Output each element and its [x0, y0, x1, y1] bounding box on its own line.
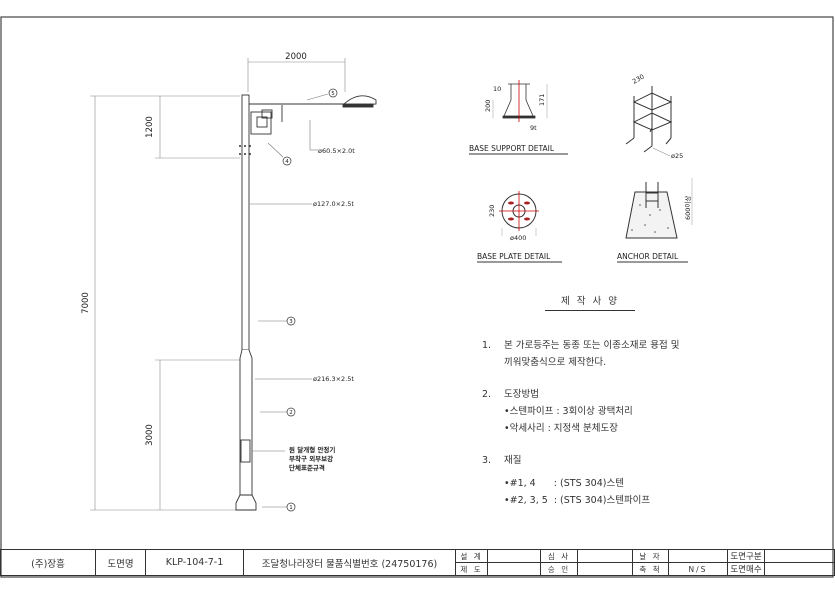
design-value — [487, 549, 541, 563]
spec-text: 끼워맞춤식으로 제작한다. — [504, 357, 607, 368]
anchor-iso-dim-230: 230 — [631, 73, 646, 86]
scale-label: 축 척 — [632, 562, 669, 576]
spec-heading: 재질 — [504, 455, 522, 466]
spec-text: 본 가로등주는 동종 또는 이종소재로 용접 및 — [504, 340, 680, 351]
bs-dim-171: 171 — [538, 94, 546, 106]
callout-3: 3 — [289, 319, 293, 325]
base-support-title: BASE SUPPORT DETAIL — [469, 144, 555, 153]
callout-1: 1 — [289, 505, 293, 511]
bs-dim-10: 10 — [493, 85, 501, 93]
base-plate-title: BASE PLATE DETAIL — [477, 252, 551, 261]
spec-text: •스텐파이프 : 3회이상 광택처리 — [504, 406, 633, 417]
anchor-dim-600: 600이상 — [683, 196, 692, 220]
base-support-drawing — [502, 80, 536, 122]
design-label: 설 계 — [455, 549, 488, 563]
drawing-title: 조달청나라장터 물품식별번호 (24750176) — [243, 549, 456, 576]
spec-num: 2. — [482, 389, 492, 400]
bs-dim-9t: 9t — [530, 124, 537, 132]
spec-text: •악세사리 : 지정색 분체도장 — [504, 423, 619, 434]
date-value — [668, 549, 728, 563]
ballast-note-3: 단체표준규격 — [289, 463, 325, 472]
lower-pipe-spec: ø216.3×2.5t — [313, 375, 354, 383]
spec-text: •#2, 3, 5 : (STS 304)스텐파이프 — [504, 495, 651, 506]
review-value — [577, 549, 633, 563]
ballast-note-1: 원 달개형 안정기 — [289, 445, 335, 454]
approve-label: 승 인 — [540, 562, 578, 576]
callout-5: 5 — [331, 91, 335, 97]
bolt-marks — [239, 145, 251, 155]
bp-dim-400: ø400 — [510, 234, 526, 242]
fabrication-spec: 제 작 사 양 1. 본 가로등주는 동종 또는 이종소재로 용접 및 끼워맞춤식… — [482, 293, 722, 509]
drawing-number: KLP-104-7-1 — [145, 549, 244, 576]
scale-value: N/S — [668, 562, 728, 576]
company-name: (주)장흥 — [0, 549, 96, 576]
sheet-frame — [0, 16, 834, 578]
arm-pipe-spec: ø60.5×2.0t — [318, 147, 355, 155]
spec-num: 3. — [482, 455, 492, 466]
spec-text: •#1, 4 : (STS 304)스텐 — [504, 478, 624, 489]
ballast-note-2: 부착구 외부보강 — [289, 454, 333, 463]
drawing-name-label: 도면명 — [95, 549, 146, 576]
sheets-label: 도면매수 — [727, 562, 765, 576]
spec-heading: 도장방법 — [504, 389, 539, 400]
category-value — [764, 549, 835, 563]
title-block: (주)장흥 도면명 KLP-104-7-1 조달청나라장터 물품식별번호 (24… — [0, 549, 835, 576]
dimension-lines — [90, 58, 346, 511]
anchor-title: ANCHOR DETAIL — [617, 252, 679, 261]
approve-value — [577, 562, 633, 576]
dim-lower-height: 3000 — [145, 424, 155, 446]
spec-item-3: 3. 재질 •#1, 4 : (STS 304)스텐 •#2, 3, 5 : (S… — [482, 452, 722, 509]
sheets-value — [764, 562, 835, 576]
callout-4: 4 — [285, 159, 289, 165]
anchor-drawing — [625, 178, 693, 239]
callout-2: 2 — [289, 410, 293, 416]
spec-num: 1. — [482, 340, 492, 351]
base-plate-drawing — [499, 191, 539, 236]
spec-item-1: 1. 본 가로등주는 동종 또는 이종소재로 용접 및 끼워맞춤식으로 제작한다. — [482, 337, 722, 371]
spec-title: 제 작 사 양 — [545, 293, 635, 311]
category-label: 도면구분 — [727, 549, 765, 563]
bs-dim-200: 200 — [484, 100, 492, 112]
draft-label: 제 도 — [455, 562, 488, 576]
draft-value — [487, 562, 541, 576]
review-label: 심 사 — [540, 549, 578, 563]
callout-circles — [282, 88, 338, 512]
street-light-pole — [235, 94, 377, 511]
date-label: 날 자 — [632, 549, 669, 563]
anchor-iso-leader — [652, 147, 671, 157]
upper-pipe-spec: ø127.0×2.5t — [313, 200, 354, 208]
anchor-iso-drawing — [625, 86, 673, 153]
spec-item-2: 2. 도장방법 •스텐파이프 : 3회이상 광택처리 •악세사리 : 지정색 분체… — [482, 386, 722, 437]
dim-total-height: 7000 — [81, 292, 91, 314]
dim-upper-height: 1200 — [145, 116, 155, 138]
anchor-iso-dim-25: ø25 — [671, 152, 683, 160]
base-support-dims — [492, 84, 548, 118]
dim-arm-length: 2000 — [285, 52, 307, 62]
leader-lines — [250, 93, 329, 508]
bp-dim-230: 230 — [488, 205, 496, 217]
